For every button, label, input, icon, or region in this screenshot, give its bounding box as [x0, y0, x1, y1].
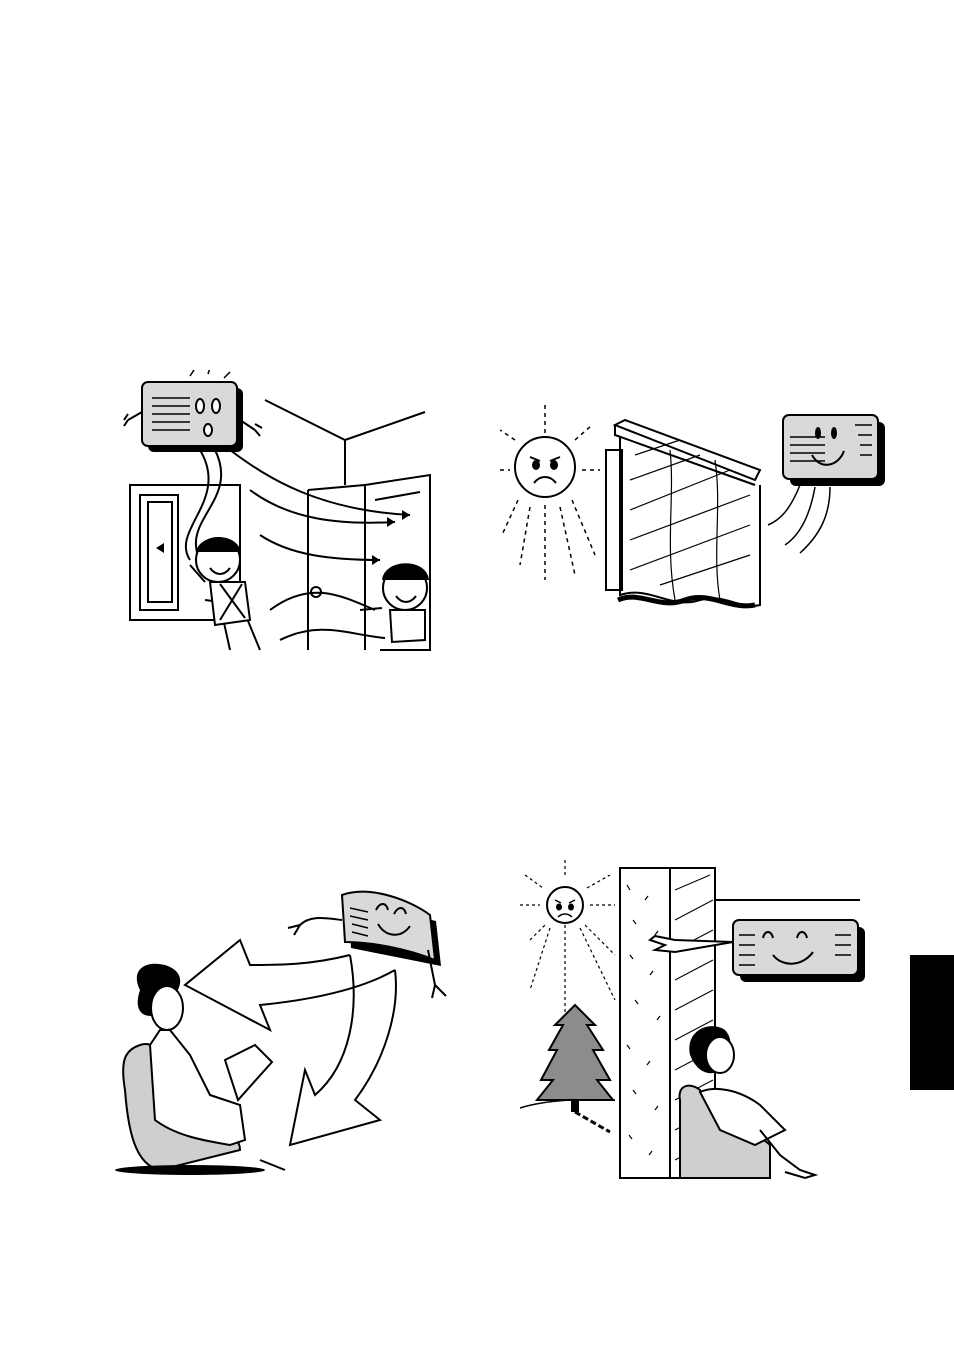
open-book-icon — [225, 1045, 272, 1100]
insulation-illustration — [515, 860, 865, 1185]
door-frame-top — [308, 485, 365, 650]
woman-reading — [115, 964, 285, 1175]
window-pane-inner — [148, 502, 172, 602]
ac-unit-surprised — [124, 370, 262, 452]
ventilation-scene — [120, 370, 440, 660]
person-at-door — [360, 564, 428, 642]
airflow-illustration — [110, 880, 460, 1180]
ventilation-illustration — [120, 370, 440, 660]
airflow-scene — [110, 880, 460, 1180]
angry-sun-icon — [500, 405, 600, 580]
section-tab — [910, 955, 954, 1090]
person-at-window — [190, 538, 260, 650]
curtained-window — [606, 420, 760, 606]
ac-unit-happy — [768, 415, 885, 553]
curtain-scene — [500, 395, 900, 630]
pine-tree-icon — [537, 1005, 613, 1132]
insulation-scene — [515, 860, 865, 1185]
woman-relaxing — [680, 1026, 815, 1178]
ceiling-line — [265, 400, 425, 440]
curtain-illustration — [500, 395, 900, 630]
